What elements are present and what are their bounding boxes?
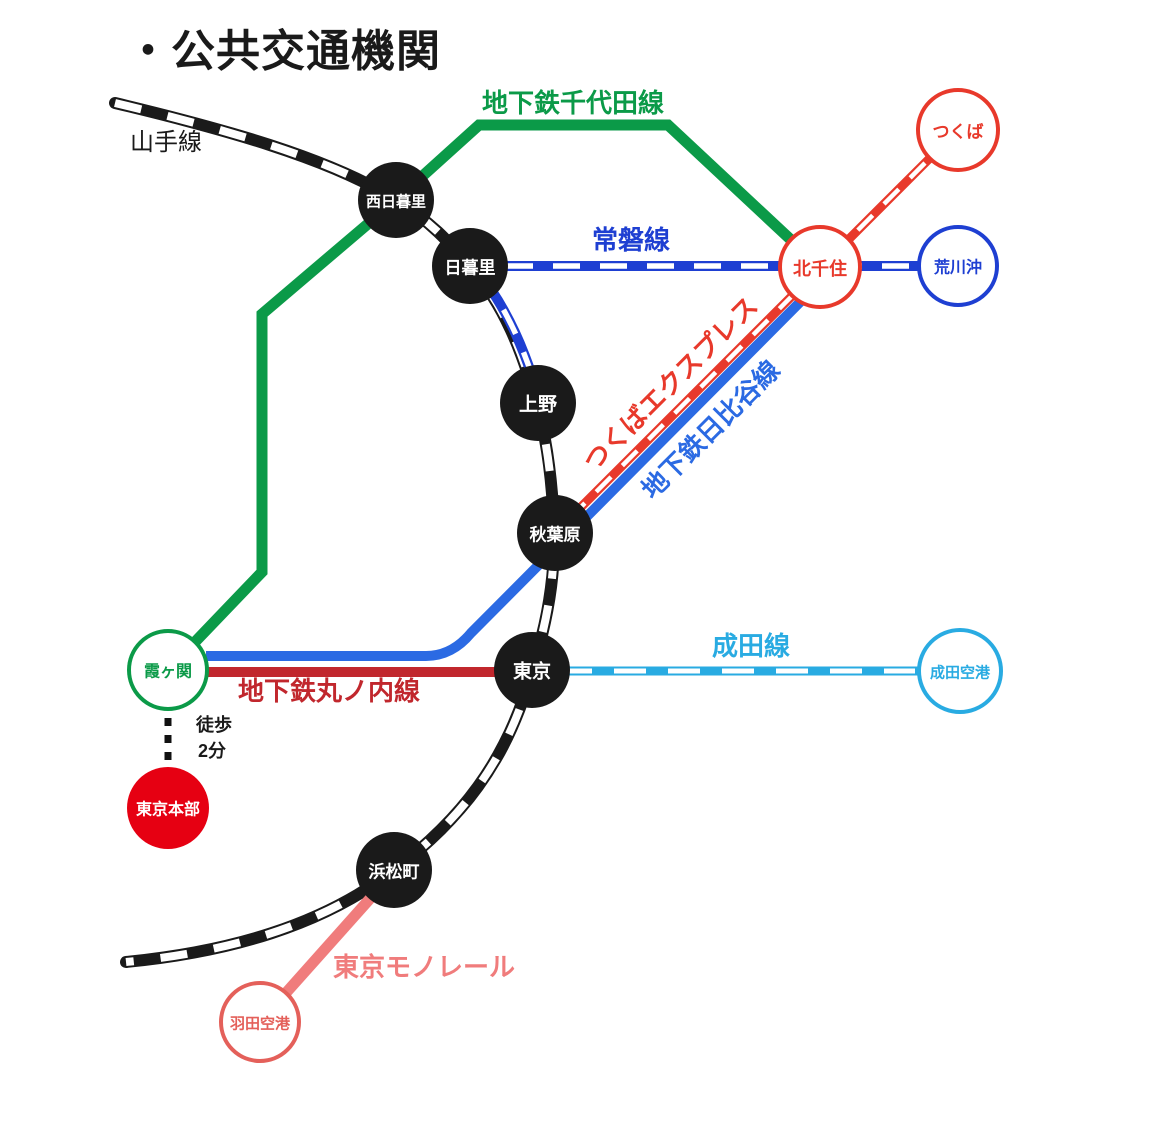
tsukuba-express-line	[555, 155, 933, 533]
station-kasumigaseki-label: 霞ヶ関	[144, 663, 192, 681]
station-akihabara: 秋葉原	[517, 495, 593, 571]
line-label-chiyoda: 地下鉄千代田線	[482, 88, 664, 118]
hibiya-line	[206, 272, 830, 661]
station-tokyo-honbu-circle	[127, 767, 209, 849]
station-arakawaoki-circle	[917, 225, 999, 307]
station-nippori-circle	[432, 228, 508, 304]
station-kita-senju-label: 北千住	[793, 258, 847, 279]
station-nishi-nippori-label: 西日暮里	[366, 193, 426, 211]
station-kasumigaseki-circle	[127, 629, 209, 711]
line-label-narita: 成田線	[712, 631, 790, 661]
tsukuba-express-base	[555, 155, 933, 533]
station-hamamatsucho-label: 浜松町	[369, 862, 420, 882]
station-tsukuba-circle	[916, 88, 1000, 172]
station-tsukuba-label: つくば	[933, 123, 984, 142]
station-nishi-nippori: 西日暮里	[358, 162, 434, 238]
station-ueno: 上野	[500, 365, 576, 441]
station-haneda-airport-label: 羽田空港	[230, 1015, 291, 1033]
station-arakawaoki-label: 荒川沖	[933, 258, 982, 277]
line-label-monorail: 東京モノレール	[333, 952, 515, 982]
station-narita-airport-circle	[917, 628, 1003, 714]
station-tokyo-honbu: 東京本部	[127, 767, 209, 849]
station-nippori: 日暮里	[432, 228, 508, 304]
line-label-yamanote: 山手線	[130, 129, 202, 156]
station-narita-airport-label: 成田空港	[930, 664, 991, 682]
station-arakawaoki: 荒川沖	[917, 225, 999, 307]
walk-note-line2: 2分	[198, 741, 226, 761]
station-tsukuba: つくば	[916, 88, 1000, 172]
station-nishi-nippori-circle	[358, 162, 434, 238]
station-haneda-airport-circle	[219, 981, 301, 1063]
station-tokyo: 東京	[494, 632, 570, 708]
station-kita-senju: 北千住	[778, 225, 862, 309]
station-akihabara-label: 秋葉原	[530, 525, 581, 545]
station-akihabara-circle	[517, 495, 593, 571]
line-label-joban: 常磐線	[592, 225, 670, 255]
station-ueno-label: 上野	[519, 394, 557, 416]
station-tokyo-circle	[494, 632, 570, 708]
station-tokyo-honbu-label: 東京本部	[136, 800, 200, 819]
station-narita-airport: 成田空港	[917, 628, 1003, 714]
station-kasumigaseki: 霞ヶ関	[127, 629, 209, 711]
station-hamamatsucho-circle	[356, 832, 432, 908]
station-hamamatsucho: 浜松町	[356, 832, 432, 908]
tsukuba-express-dashes	[561, 161, 927, 527]
line-label-marunouchi: 地下鉄丸ノ内線	[238, 676, 420, 706]
station-nippori-label: 日暮里	[445, 258, 496, 278]
station-haneda-airport: 羽田空港	[219, 981, 301, 1063]
station-ueno-circle	[500, 365, 576, 441]
station-tokyo-label: 東京	[513, 660, 551, 683]
page-title: ・公共交通機関	[126, 27, 441, 76]
walk-note-line1: 徒歩	[195, 714, 232, 735]
station-kita-senju-circle	[778, 225, 862, 309]
